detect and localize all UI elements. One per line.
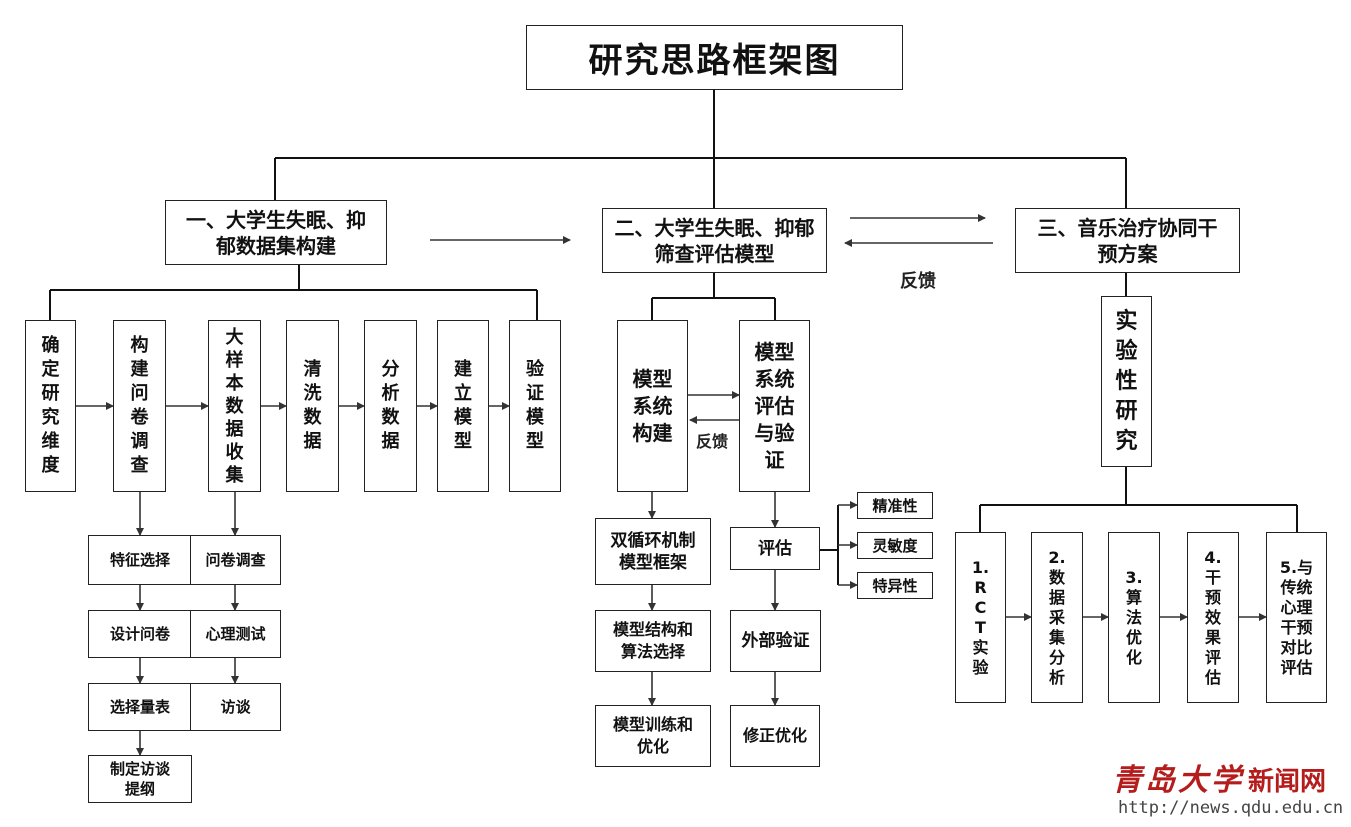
s2-evaluate-label: 模型系统评估与验证	[754, 339, 795, 472]
s2-metric-3: 特异性	[857, 572, 933, 599]
s1-q-sub-2-label: 设计问卷	[109, 625, 170, 643]
logo-url[interactable]: http://news.qdu.edu.cn	[1118, 798, 1344, 818]
s1-q-sub-4-label: 制定访谈提纲	[109, 760, 170, 798]
s2-metric-2: 灵敏度	[857, 532, 933, 559]
feedback-label-main: 反馈	[900, 271, 936, 292]
s1-step-5: 分析数据	[364, 320, 417, 492]
diagram-title-text: 研究思路框架图	[588, 41, 841, 81]
s1-q-sub-4: 制定访谈提纲	[88, 755, 192, 803]
s2-metric-3-label: 特异性	[872, 576, 918, 595]
s1-step-2: 构建问卷调查	[113, 320, 166, 492]
s1-step-6: 建立模型	[437, 320, 489, 492]
logo-university-name: 青岛大学	[1112, 763, 1244, 798]
s1-c-sub-1-label: 问卷调查	[205, 551, 266, 569]
diagram-title: 研究思路框架图	[526, 25, 903, 90]
s1-q-sub-3-label: 选择量表	[109, 698, 170, 716]
section-1-label: 一、大学生失眠、抑郁数据集构建	[186, 207, 366, 258]
s3-experiment-label: 实验性研究	[1115, 308, 1138, 454]
s1-step-2-label: 构建问卷调查	[130, 335, 149, 476]
section-1-dataset: 一、大学生失眠、抑郁数据集构建	[165, 200, 387, 265]
s2-build-sub-2: 模型结构和算法选择	[595, 610, 711, 672]
s2-metric-1-label: 精准性	[872, 496, 918, 515]
section-2-model: 二、大学生失眠、抑郁筛查评估模型	[602, 208, 827, 273]
s1-q-sub-3: 选择量表	[88, 683, 192, 731]
s2-build-sub-1: 双循环机制模型框架	[595, 518, 711, 585]
s1-step-5-label: 分析数据	[381, 359, 400, 452]
s1-step-4: 清洗数据	[286, 320, 339, 492]
section-3-label: 三、音乐治疗协同干预方案	[1037, 215, 1218, 266]
s1-c-sub-1: 问卷调查	[190, 535, 281, 585]
s1-step-4-label: 清洗数据	[303, 359, 322, 452]
s1-step-6-label: 建立模型	[454, 359, 472, 452]
s2-feedback-label: 反馈	[696, 432, 729, 451]
s1-c-sub-2-label: 心理测试	[205, 625, 266, 643]
s1-step-3-label: 大样本数据收集	[225, 326, 244, 486]
s1-c-sub-3: 访谈	[190, 683, 281, 731]
s1-step-1: 确定研究维度	[25, 320, 76, 492]
s2-build-sub-1-label: 双循环机制模型框架	[610, 530, 696, 573]
section-3-intervention: 三、音乐治疗协同干预方案	[1015, 208, 1240, 273]
s3-step-4-label: 4.干预效果评估	[1204, 547, 1222, 687]
section-2-label: 二、大学生失眠、抑郁筛查评估模型	[614, 215, 815, 266]
s2-eval-sub-2-label: 外部验证	[741, 631, 810, 651]
s1-c-sub-2: 心理测试	[190, 610, 281, 658]
s3-step-3: 3.算法优化	[1108, 532, 1160, 703]
s3-step-4: 4.干预效果评估	[1187, 532, 1239, 703]
s2-evaluate: 模型系统评估与验证	[739, 320, 810, 492]
s2-build: 模型系统构建	[617, 320, 688, 492]
s3-step-5: 5.与传统心理干预对比评估	[1266, 532, 1327, 703]
s3-step-2: 2.数据采集分析	[1031, 532, 1083, 703]
s2-metric-2-label: 灵敏度	[872, 536, 918, 555]
s3-step-3-label: 3.算法优化	[1125, 567, 1143, 667]
s3-step-5-label: 5.与传统心理干预对比评估	[1279, 557, 1314, 677]
s1-step-1-label: 确定研究维度	[41, 335, 60, 476]
s2-eval-sub-1-label: 评估	[758, 538, 792, 559]
s1-step-7-label: 验证模型	[526, 359, 544, 452]
s3-step-2-label: 2.数据采集分析	[1048, 547, 1066, 687]
s1-q-sub-1-label: 特征选择	[109, 551, 170, 569]
logo-news-site: 新闻网	[1248, 767, 1327, 797]
s2-build-sub-3-label: 模型训练和优化	[612, 715, 693, 756]
s1-q-sub-2: 设计问卷	[88, 610, 192, 658]
qdu-news-logo: 青岛大学新闻网	[1112, 755, 1326, 799]
s1-q-sub-1: 特征选择	[88, 535, 192, 585]
s2-build-sub-3: 模型训练和优化	[595, 705, 711, 767]
s2-eval-sub-2: 外部验证	[730, 610, 821, 672]
s3-step-1: 1.RCT实验	[955, 532, 1006, 703]
s1-step-7: 验证模型	[509, 320, 561, 492]
s3-step-1-label: 1.RCT实验	[971, 557, 990, 677]
s2-eval-sub-3-label: 修正优化	[742, 726, 807, 745]
s2-eval-sub-3: 修正优化	[730, 705, 820, 767]
s1-step-3: 大样本数据收集	[208, 320, 261, 492]
s2-build-sub-2-label: 模型结构和算法选择	[612, 620, 693, 661]
s2-eval-sub-1: 评估	[730, 527, 820, 570]
s3-experiment: 实验性研究	[1101, 296, 1152, 467]
s2-build-label: 模型系统构建	[632, 366, 673, 445]
s2-metric-1: 精准性	[857, 492, 933, 519]
s1-c-sub-3-label: 访谈	[220, 698, 251, 716]
